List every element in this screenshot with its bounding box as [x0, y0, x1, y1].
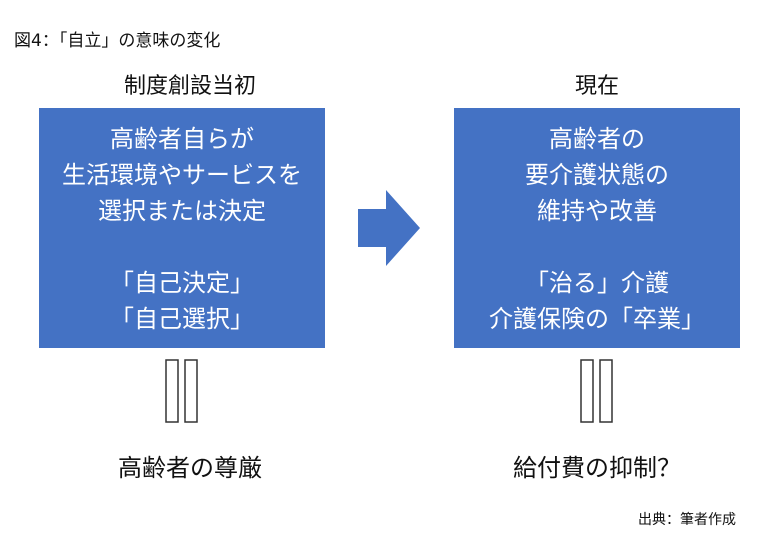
source-note: 出典：筆者作成: [638, 512, 736, 528]
right-arrow-icon: [358, 190, 420, 266]
left-box-line-5: 「自己選択」: [110, 305, 254, 333]
right-box-line-2: 要介護状態の: [525, 161, 669, 189]
right-box-line-3: 維持や改善: [537, 197, 657, 225]
left-box-line-4: 「自己決定」: [110, 269, 254, 297]
right-equals-sign: [580, 359, 613, 423]
right-result: 給付費の抑制？: [513, 454, 681, 482]
figure-title: 図4：「自立」の意味の変化: [14, 31, 221, 51]
left-box: 高齢者自らが 生活環境やサービスを 選択または決定 「自己決定」 「自己選択」: [39, 108, 325, 348]
left-box-line-2: 生活環境やサービスを: [62, 161, 302, 189]
left-equals-sign: [165, 359, 198, 423]
left-box-line-1: 高齢者自らが: [110, 125, 254, 153]
left-box-line-3: 選択または決定: [98, 197, 266, 225]
right-box-line-4: 「治る」介護: [525, 269, 669, 297]
right-heading: 現在: [574, 74, 619, 99]
right-box: 高齢者の 要介護状態の 維持や改善 「治る」介護 介護保険の「卒業」: [454, 108, 740, 348]
left-heading: 制度創設当初: [123, 74, 256, 99]
right-box-line-5: 介護保険の「卒業」: [489, 305, 705, 333]
left-result: 高齢者の尊厳: [118, 454, 262, 482]
right-box-line-1: 高齢者の: [549, 125, 645, 153]
